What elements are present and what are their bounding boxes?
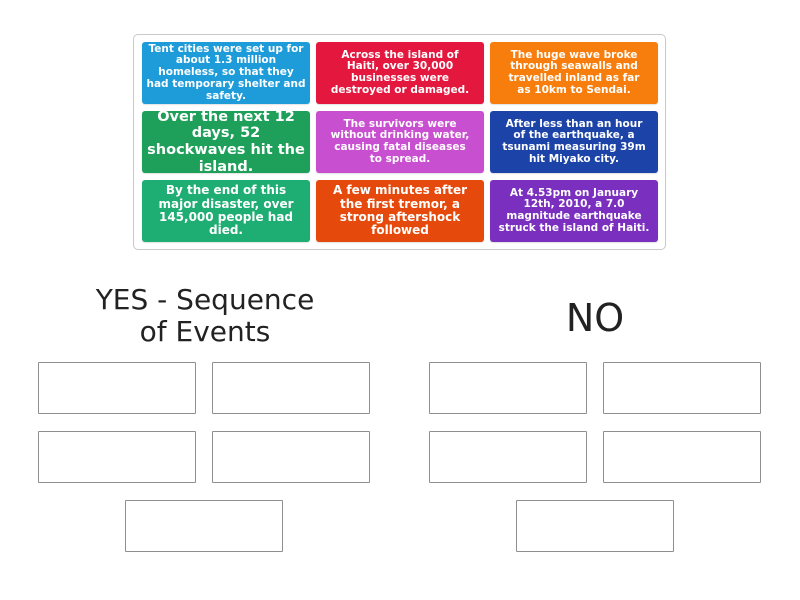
- yes-drop-slot-4[interactable]: [212, 431, 370, 483]
- yes-group-heading: YES - Sequence of Events: [60, 284, 350, 348]
- yes-drop-slot-1[interactable]: [38, 362, 196, 414]
- card-tsunami-miyako[interactable]: After less than an hour of the earthquak…: [490, 111, 658, 173]
- yes-drop-slot-2[interactable]: [212, 362, 370, 414]
- no-drop-slot-3[interactable]: [429, 431, 587, 483]
- card-text: A few minutes after the first tremor, a …: [332, 183, 468, 238]
- card-text: By the end of this major disaster, over …: [158, 183, 294, 238]
- no-group-heading: NO: [565, 296, 625, 340]
- card-text: After less than an hour of the earthquak…: [502, 117, 646, 165]
- card-text: At 4.53pm on January 12th, 2010, a 7.0 m…: [498, 186, 650, 234]
- card-text: The survivors were without drinking wate…: [330, 117, 470, 165]
- no-drop-slot-2[interactable]: [603, 362, 761, 414]
- yes-drop-slot-5[interactable]: [125, 500, 283, 552]
- yes-heading-line1: YES - Sequence: [95, 283, 315, 316]
- card-text: Tent cities were set up for about 1.3 mi…: [146, 42, 306, 102]
- card-businesses-destroyed[interactable]: Across the island of Haiti, over 30,000 …: [316, 42, 484, 104]
- card-aftershock[interactable]: A few minutes after the first tremor, a …: [316, 180, 484, 242]
- card-shockwaves[interactable]: Over the next 12 days, 52 shockwaves hit…: [142, 108, 310, 175]
- yes-heading-line2: of Events: [139, 315, 271, 348]
- no-drop-slot-5[interactable]: [516, 500, 674, 552]
- card-text: Over the next 12 days, 52 shockwaves hit…: [147, 108, 305, 175]
- card-huge-wave[interactable]: The huge wave broke through seawalls and…: [490, 42, 658, 104]
- no-drop-slot-1[interactable]: [429, 362, 587, 414]
- card-tent-cities[interactable]: Tent cities were set up for about 1.3 mi…: [142, 42, 310, 104]
- card-tray: Tent cities were set up for about 1.3 mi…: [133, 34, 666, 250]
- card-earthquake-start[interactable]: At 4.53pm on January 12th, 2010, a 7.0 m…: [490, 180, 658, 242]
- card-text: The huge wave broke through seawalls and…: [508, 48, 640, 96]
- yes-drop-slot-3[interactable]: [38, 431, 196, 483]
- no-drop-slot-4[interactable]: [603, 431, 761, 483]
- card-death-toll[interactable]: By the end of this major disaster, over …: [142, 180, 310, 242]
- card-text: Across the island of Haiti, over 30,000 …: [330, 48, 470, 96]
- card-drinking-water[interactable]: The survivors were without drinking wate…: [316, 111, 484, 173]
